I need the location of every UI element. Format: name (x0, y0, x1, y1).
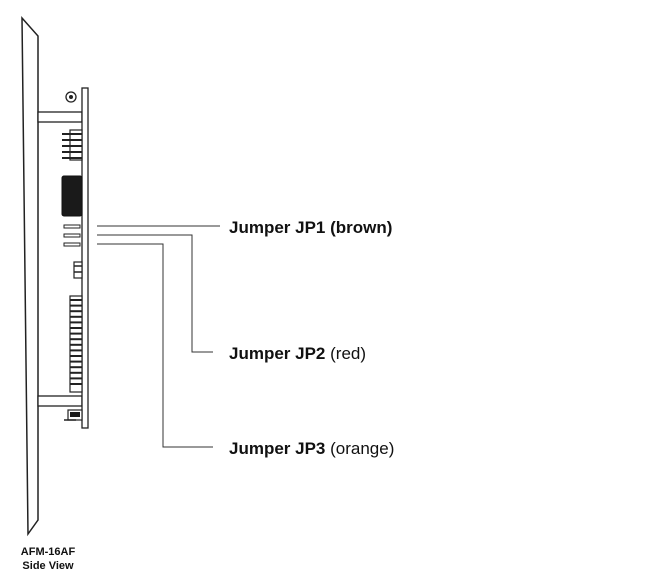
callout-jp3: Jumper JP3 (orange) (229, 439, 394, 458)
leader-line-jp3 (97, 243, 213, 448)
small-component-icon (73, 261, 83, 279)
callout-jp2-name: Jumper JP2 (229, 344, 325, 363)
front-panel (21, 16, 39, 537)
top-standoff (37, 111, 83, 123)
callout-jp1-color: (brown) (330, 218, 392, 237)
jumper-jp2-icon (63, 233, 81, 238)
callout-jp3-name: Jumper JP3 (229, 439, 325, 458)
callout-jp2: Jumper JP2 (red) (229, 344, 366, 363)
jumper-jp1-icon (63, 224, 81, 229)
callout-jp1-name: Jumper JP1 (229, 218, 325, 237)
bottom-standoff (37, 395, 83, 407)
leader-line-jp2 (97, 234, 213, 353)
circuit-board (81, 87, 89, 429)
callout-jp1: Jumper JP1 (brown) (229, 218, 392, 237)
callout-jp2-color: (red) (330, 344, 366, 363)
bottom-connector-icon (64, 409, 83, 421)
chip-icon (61, 175, 83, 217)
pin-header-icon (69, 295, 83, 393)
caption-model: AFM-16AF (20, 546, 76, 558)
screw-icon (65, 91, 77, 103)
jumper-jp3-icon (63, 242, 81, 247)
callout-jp3-color: (orange) (330, 439, 394, 458)
caption-view: Side View (22, 560, 74, 572)
comb-connector-icon (62, 129, 83, 161)
